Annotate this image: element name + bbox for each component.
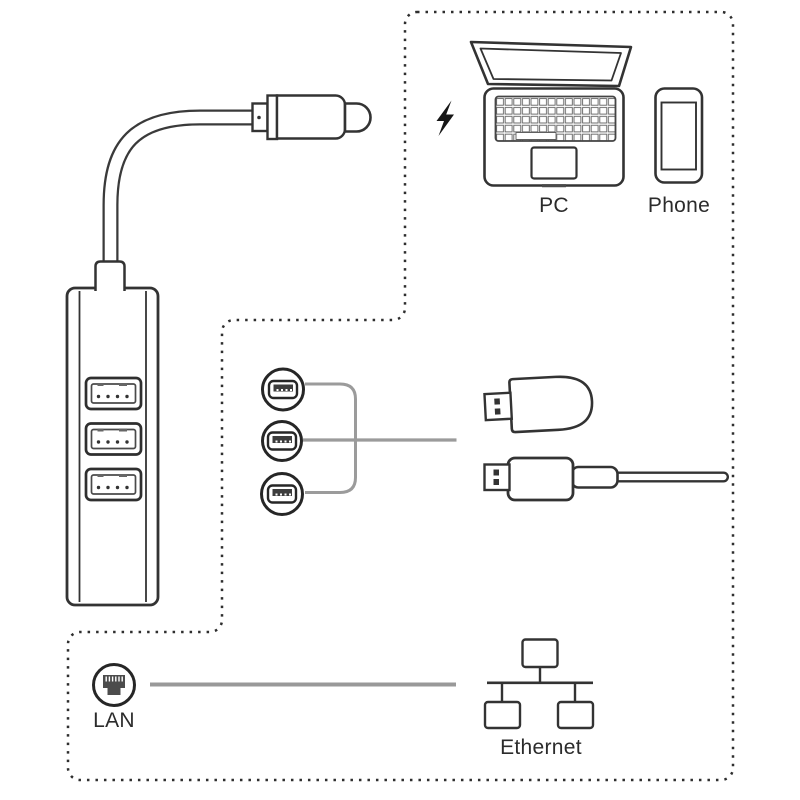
hub-neck <box>94 260 126 291</box>
usb-a-port-icon <box>84 376 143 411</box>
usb-dongle-icon <box>483 375 594 434</box>
rj45-lan-port-icon <box>92 663 136 707</box>
ethernet-network-icon <box>483 638 595 730</box>
usb-hub-3-port-icon <box>65 109 254 607</box>
usb-a-port-icon <box>84 467 143 502</box>
ethernet-label: Ethernet <box>500 736 582 759</box>
phone-icon <box>654 87 704 184</box>
lightning-bolt-icon <box>436 100 454 136</box>
usb-a-port-icon <box>84 422 143 456</box>
usb-a-socket-circle-icon <box>261 367 305 412</box>
usb-a-socket-circle-icon <box>261 420 303 462</box>
usb-a-socket-circle-icon <box>260 472 304 516</box>
usb-cable-icon <box>483 456 729 502</box>
hub-cable <box>102 109 254 272</box>
phone-label: Phone <box>647 194 711 217</box>
usb-c-connector-icon <box>251 94 372 141</box>
dashed-boundary <box>66 10 735 782</box>
port-breakout-lines <box>303 382 457 494</box>
pc-label: PC <box>539 194 569 217</box>
lan-label: LAN <box>93 709 135 732</box>
laptop-icon <box>469 40 633 188</box>
